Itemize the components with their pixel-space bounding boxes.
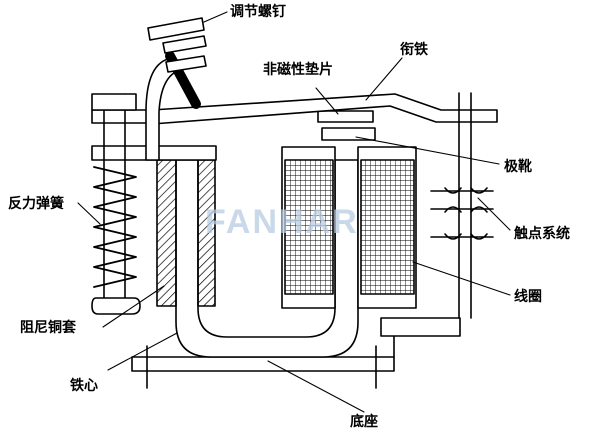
leader-shim [315,87,339,115]
leader-coil [412,261,511,296]
adjust-screw-head-top [162,35,207,54]
leader-lines [77,11,511,413]
pole-shoe [321,127,376,141]
damping-sleeve-left [156,159,177,307]
reaction-spring [93,166,137,288]
coil-winding-right [360,159,415,295]
leader-base [267,360,365,413]
label-armature: 衔铁 [400,42,428,58]
label-pole-shoe: 极靴 [504,159,532,175]
leader-iron-core [107,332,178,371]
adjust-screw-knob [147,17,205,41]
armature-lever [151,93,498,125]
coil-winding-left [284,159,334,295]
leader-contacts [477,197,511,231]
contact-system [430,187,494,240]
leader-spring [77,202,101,225]
adjust-screw-nut [165,55,207,73]
spring-post-cap [91,93,137,111]
label-base: 底座 [350,414,378,430]
watermark: FANHAR [205,203,359,241]
label-iron-core: 铁心 [70,378,98,394]
leader-adjust-screw [203,11,228,23]
spring-bottom-nut [91,297,141,315]
right-frame [380,317,461,358]
label-coil: 线圈 [514,289,542,305]
leader-pole-shoe [355,136,500,165]
nonmagnetic-shim [317,110,374,123]
label-adjust-screw: 调节螺钉 [230,4,286,20]
leader-armature [365,57,403,101]
leader-damping-sleeve [102,285,165,328]
label-reaction-spring: 反力弹簧 [8,196,64,212]
label-contact-system: 触点系统 [514,226,570,242]
base-plate [131,356,395,372]
label-nonmagnetic-shim: 非磁性垫片 [263,62,333,78]
label-damping-sleeve: 阻尼铜套 [20,320,76,336]
